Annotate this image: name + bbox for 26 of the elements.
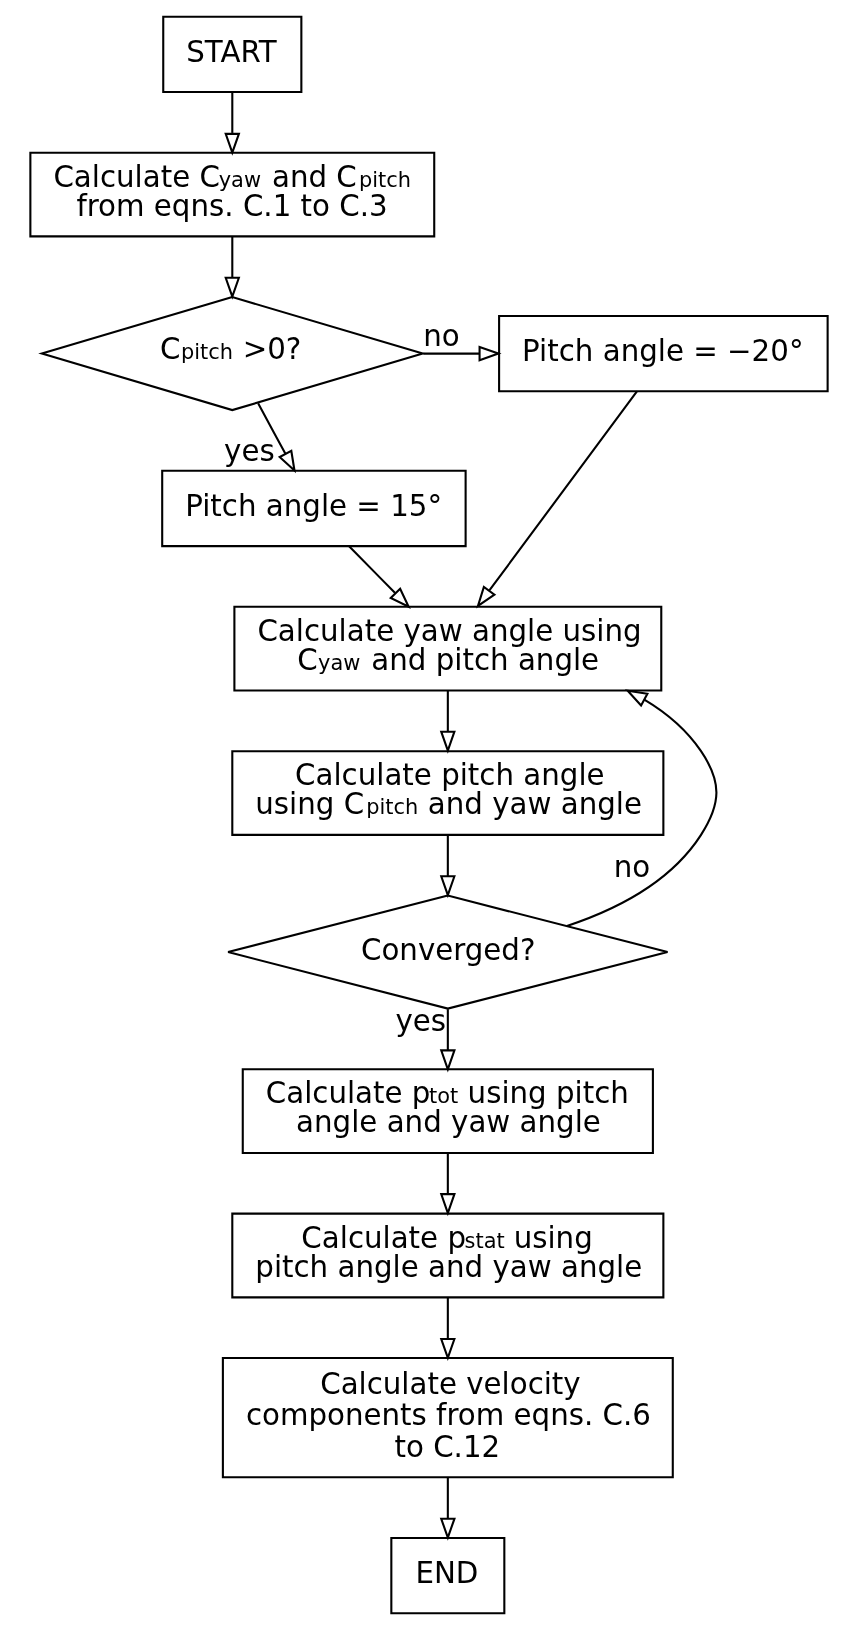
node-box: Calculate pitch angle using Cpitch and yaw angle [230,750,664,836]
arrow [256,402,296,474]
node-box: Calculate pstat using pitch angle and yaw angle [230,1212,664,1299]
node-box: Calculate velocity components from eqns. C.6 to C.12 [221,1356,674,1479]
node-box: Pitch angle = 15° [160,469,467,548]
node-diamond: Cpitch >0? [37,296,426,412]
arrow [439,1297,456,1361]
arrow [439,1009,456,1073]
node-box: Pitch angle = −20° [497,314,829,393]
node-box: Calculate ptot using pitch angle and yaw angle [241,1068,654,1154]
arrow [475,390,638,609]
node-box: END [389,1536,505,1615]
node-box: Calculate yaw angle using Cyaw and pitch angle [232,605,662,692]
arrow [347,545,411,609]
arrow [439,1477,456,1541]
arrow [422,345,502,362]
node-diamond: Converged? [226,894,669,1010]
arrow [439,835,456,899]
arrow [223,92,240,156]
arrow [223,236,240,300]
edge-label: yes [223,433,275,468]
edge-label: no [613,850,650,885]
arrow [566,689,717,927]
arrow [439,1153,456,1217]
node-box: START [161,15,302,94]
arrow [439,690,456,754]
